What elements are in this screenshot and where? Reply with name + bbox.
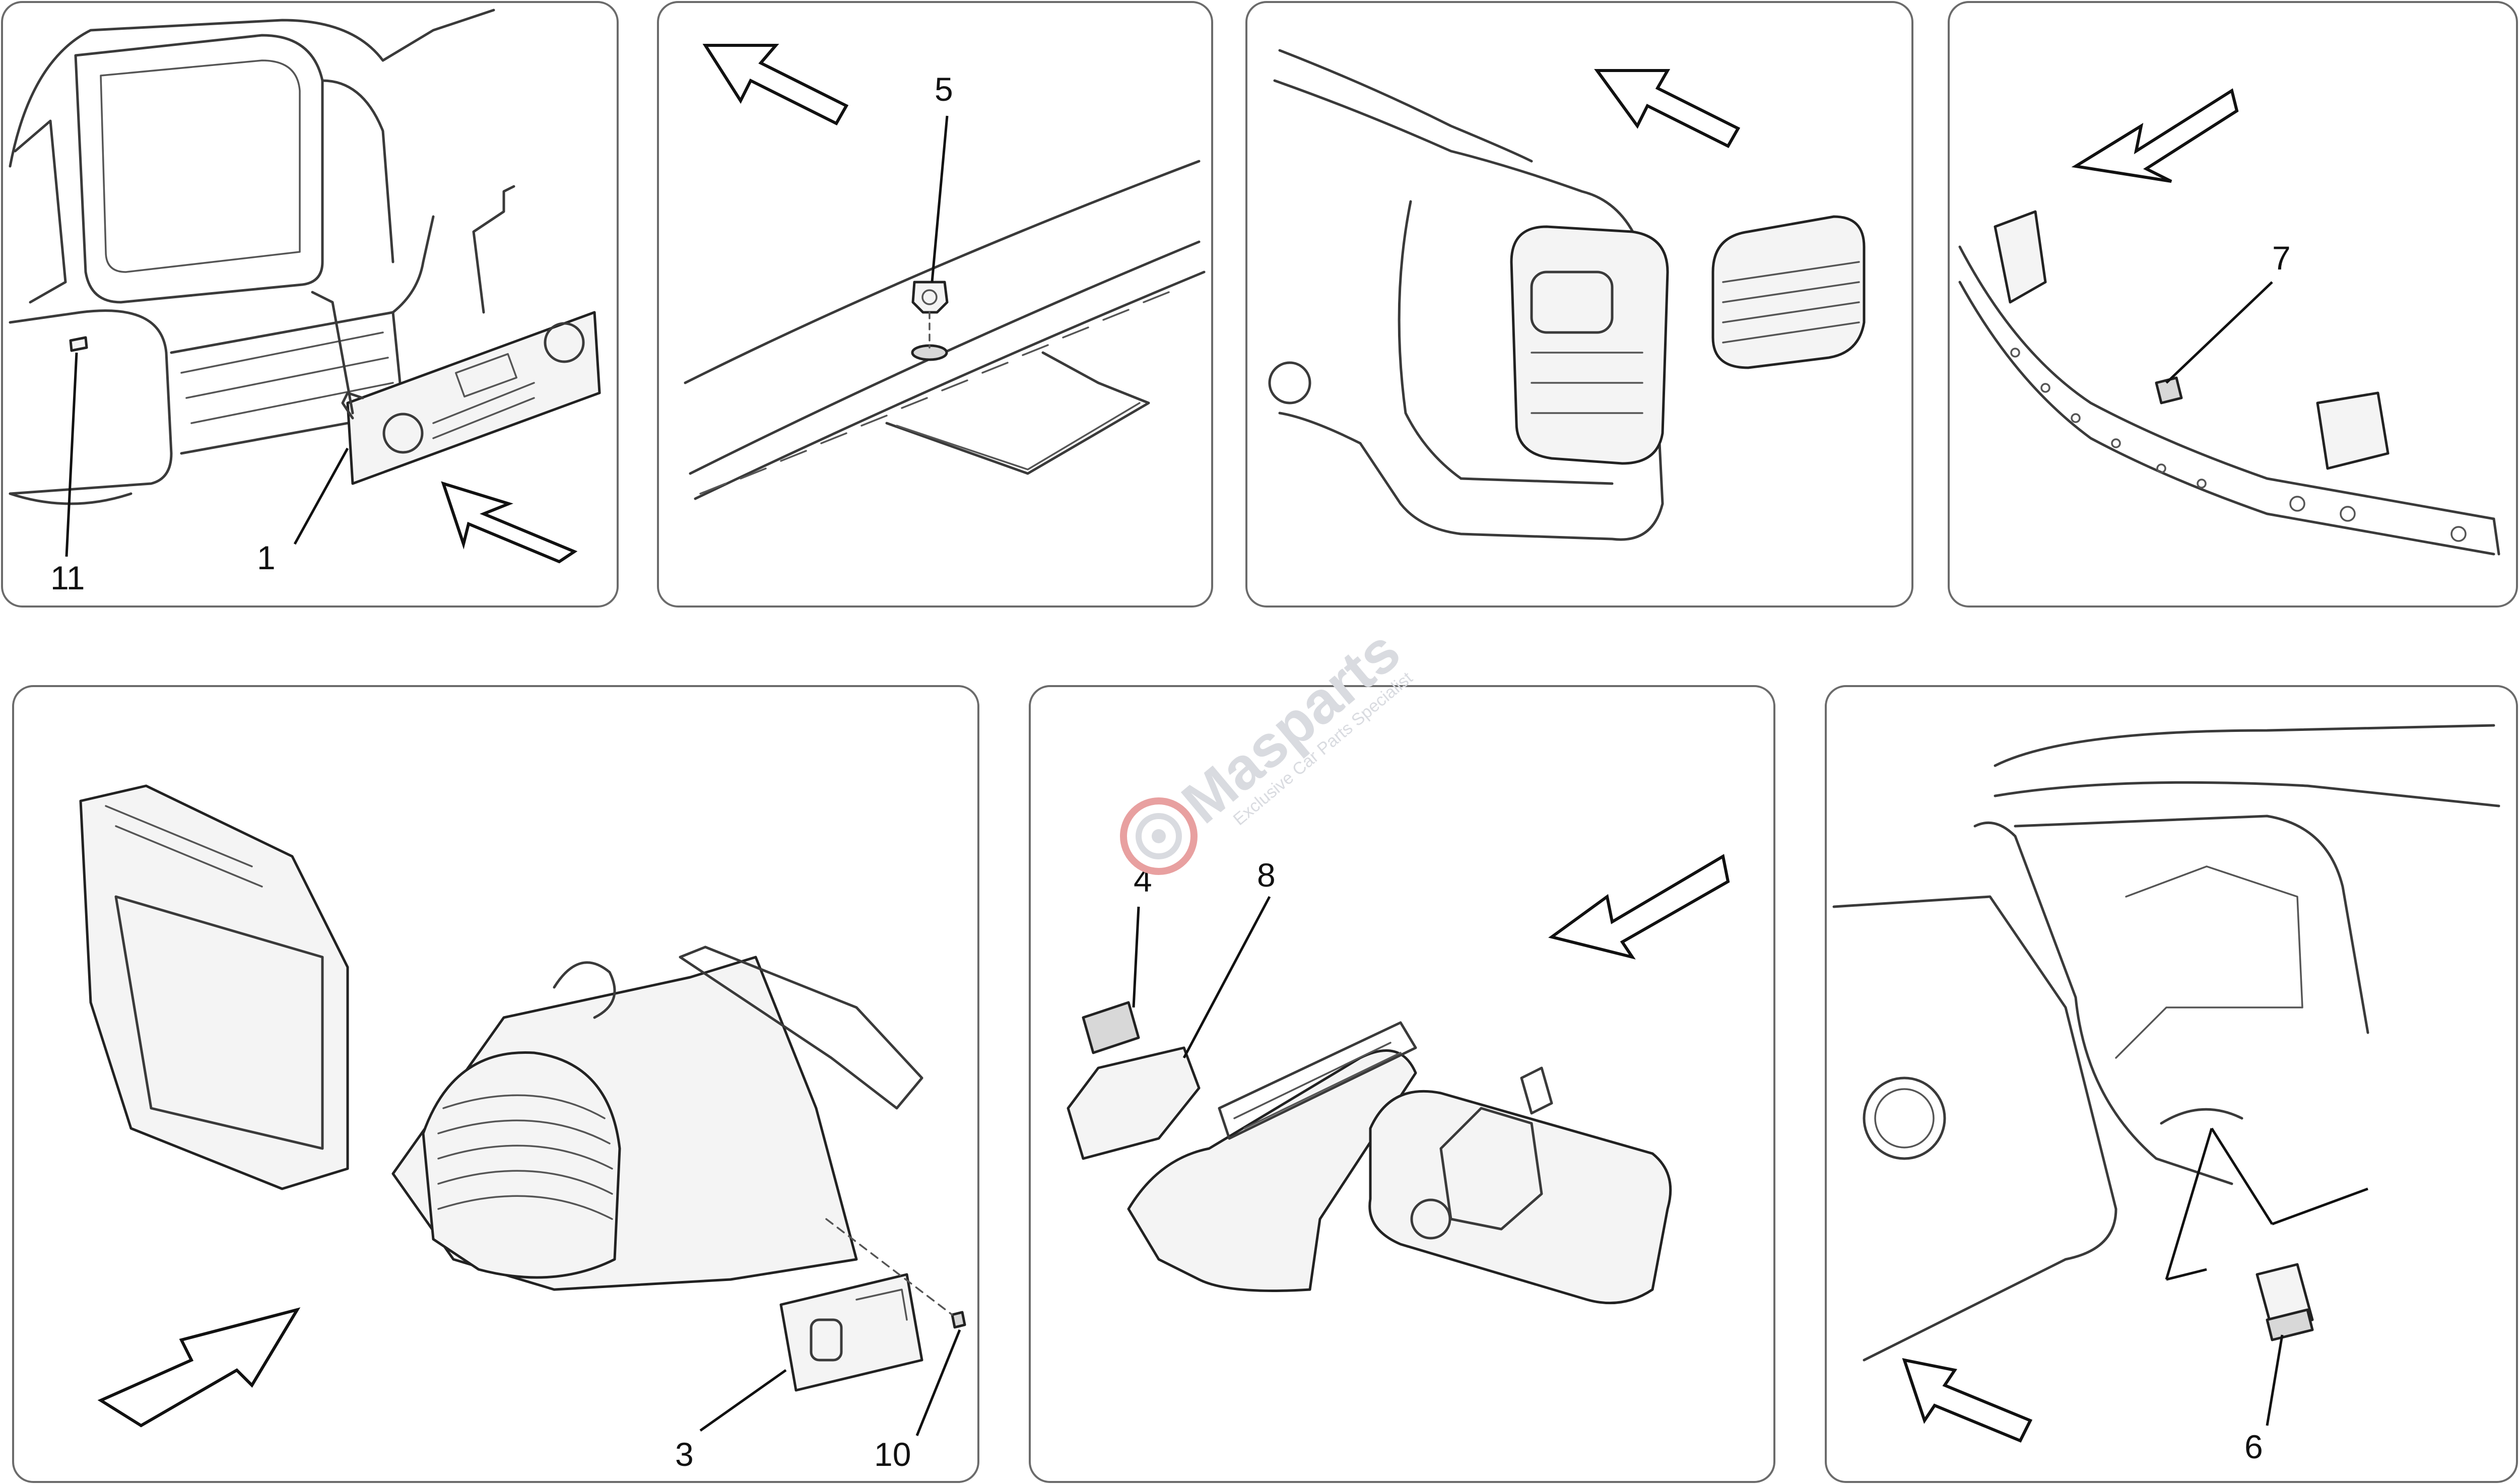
callout-8: 8 [1257, 856, 1276, 894]
sensor-pad-part [1067, 1046, 1201, 1160]
rear-vent-part [1711, 215, 1866, 369]
callout-10: 10 [874, 1436, 911, 1473]
panel-crossbar: 7 [1948, 1, 2518, 608]
callout-1: 1 [257, 539, 276, 576]
panel-mirror-sensor: 4 8 [1029, 685, 1775, 1483]
callout-3: 3 [675, 1436, 694, 1473]
callout-11: 11 [50, 559, 85, 596]
panel-rear-vent [1245, 1, 1913, 608]
sunload-sensor-part [911, 281, 949, 361]
panel-radio: 11 1 [1, 1, 619, 608]
screw-part [951, 1311, 966, 1329]
watermark-logo-icon [1120, 797, 1198, 875]
control-module-part [779, 1273, 923, 1392]
panel-dash-sensor: 5 [657, 1, 1213, 608]
callout-6: 6 [2244, 1428, 2263, 1465]
direction-arrow-icon [2071, 88, 2239, 183]
panel-hvac: 3 10 [12, 685, 979, 1483]
direction-arrow-icon [1594, 69, 1741, 148]
direction-arrow-icon [702, 44, 849, 125]
direction-arrow-icon [1548, 854, 1730, 960]
rain-sensor-part [1082, 1001, 1140, 1054]
direction-arrow-icon [441, 481, 578, 564]
direction-arrow-icon [1902, 1358, 2033, 1443]
humidity-sensor-part [2256, 1263, 2314, 1341]
callout-5: 5 [935, 71, 953, 108]
direction-arrow-icon [97, 1307, 301, 1428]
panel-footwell-sensor: 6 [1825, 685, 2518, 1483]
callout-7: 7 [2272, 239, 2291, 277]
radio-faceplate-part [341, 311, 601, 485]
